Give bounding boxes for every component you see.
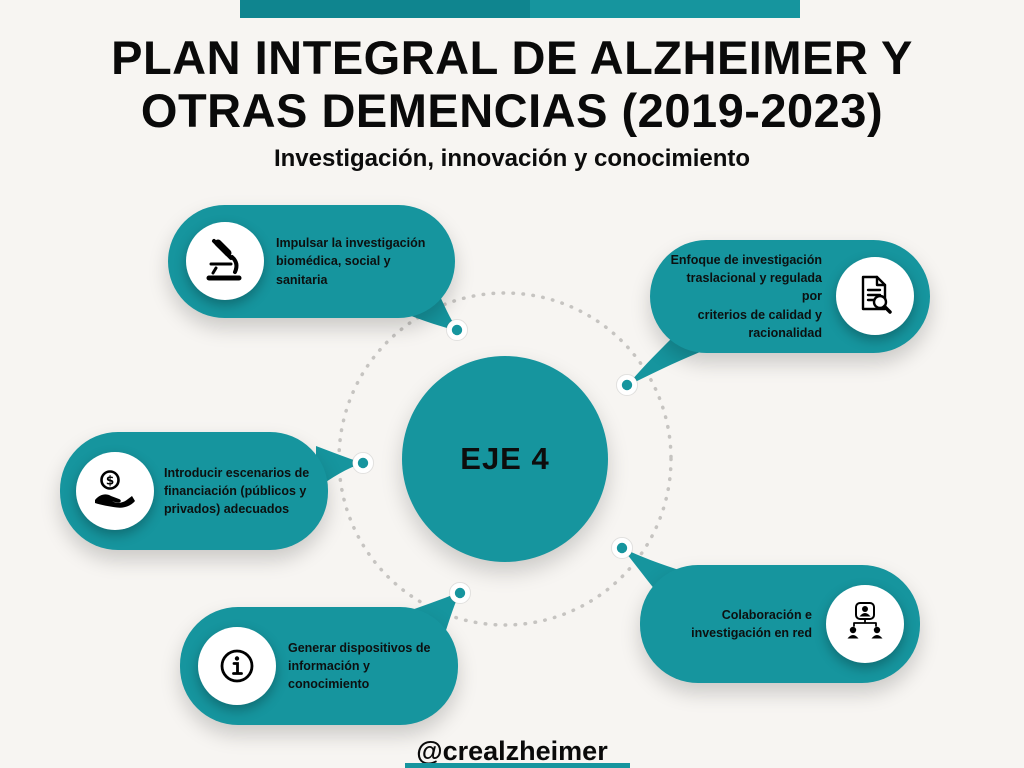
connection-dot [616,374,638,396]
header-bar-remnant-dark [240,0,530,18]
page-subtitle: Investigación, innovación y conocimiento [273,145,751,172]
connection-dot [352,452,374,474]
callout-dispositivos-informacion: Generar dispositivos de información y co… [180,607,458,725]
icon-badge [826,585,904,663]
microscope-icon [206,239,242,281]
connection-dot [449,582,471,604]
tail-informacion [400,592,460,636]
connection-dot [611,537,633,559]
tail-traslacional [627,338,705,386]
callout-text: Colaboración e investigación en red [691,607,812,640]
page-title: PLAN INTEGRAL DE ALZHEIMER Y OTRAS DEMEN… [0,31,1024,137]
tail-financiacion [316,446,363,489]
document-magnifier-icon [861,275,892,314]
header-bar-remnant [240,0,800,18]
icon-badge: $ [76,452,154,530]
page-title-line2: OTRAS DEMENCIAS (2019-2023) [140,83,884,137]
hub-circle-eje4: EJE 4 [402,356,608,562]
icon-badge [836,257,914,335]
bottom-bar-remnant [405,763,630,768]
callout-text: Introducir escenarios de financiación (p… [164,465,310,517]
hub-label: EJE 4 [460,441,550,476]
hand-coin-icon: $ [95,470,135,508]
callout-financiacion: $ Introducir escenarios de financiación … [60,432,328,550]
callout-text: Enfoque de investigación traslacional y … [670,253,822,340]
callout-colaboracion-red: Colaboración e investigación en red [640,565,920,683]
callout-text: Generar dispositivos de información y co… [288,640,431,692]
icon-badge [186,222,264,300]
callout-investigacion-biomedica: Impulsar la investigación biomédica, soc… [168,205,455,318]
bubble-tails [316,292,705,636]
page-title-line1: PLAN INTEGRAL DE ALZHEIMER Y [111,31,913,84]
callout-investigacion-traslacional: Enfoque de investigación traslacional y … [650,240,930,353]
icon-badge [198,627,276,705]
info-icon [220,649,254,683]
social-handle: @crealzheimer [416,736,608,766]
svg-text:$: $ [106,474,114,488]
callout-text: Impulsar la investigación biomédica, soc… [276,236,426,287]
tail-biomedica [392,292,458,331]
connection-dots [352,319,638,604]
connection-dot [446,319,468,341]
network-people-icon [847,602,883,639]
